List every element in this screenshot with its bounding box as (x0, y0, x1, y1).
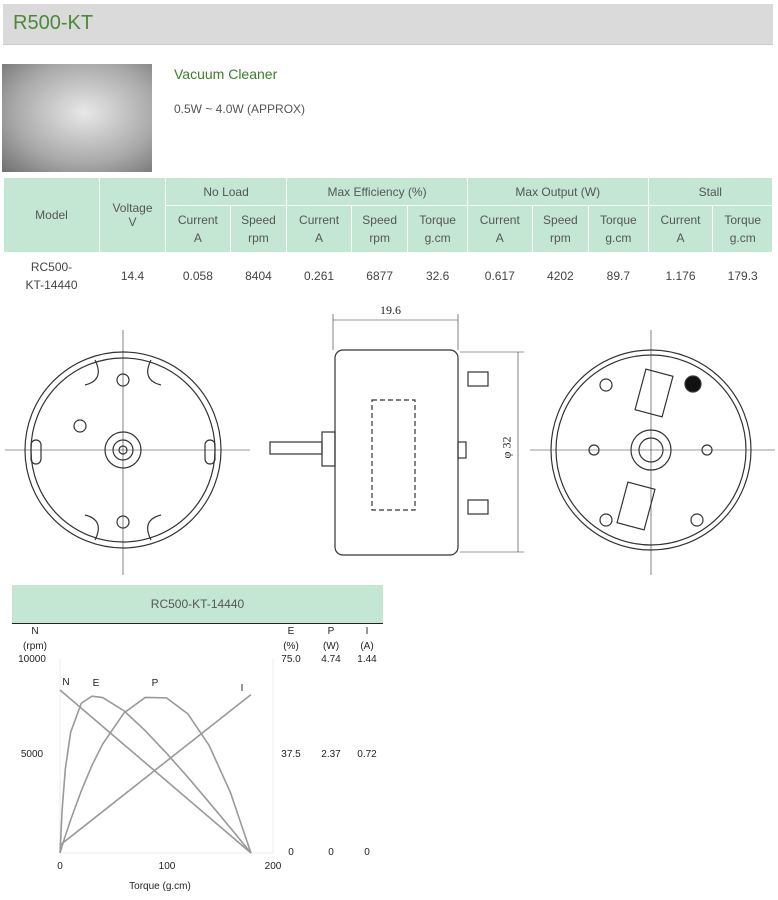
right-tick: 1.44 (357, 654, 377, 665)
header-max-output: Max Output (W) (466, 177, 649, 206)
left-axis-unit: (rpm) (23, 641, 47, 652)
right-axis-unit: (A) (360, 641, 374, 652)
cell: 8404 (245, 269, 272, 283)
header-model: Model (3, 177, 100, 253)
cell: 0.617 (484, 269, 515, 283)
cell-model: RC500-KT-14440 (25, 260, 78, 292)
right-tick: 75.0 (281, 654, 301, 665)
series-E (59, 695, 252, 854)
motor-drawing (5, 314, 775, 575)
series-label-P: P (152, 678, 159, 689)
right-tick: 0 (364, 847, 370, 858)
cell: 6877 (366, 269, 393, 283)
header-max-efficiency: Max Efficiency (%) (286, 177, 468, 206)
right-tick: 37.5 (281, 749, 301, 760)
cell: 0.261 (304, 269, 335, 283)
x-axis-label: Torque (g.cm) (129, 881, 191, 892)
page-title: R500-KT (13, 12, 94, 34)
left-axis-name: N (31, 626, 39, 637)
power-range: 0.5W ~ 4.0W (APPROX) (174, 102, 306, 116)
x-tick: 200 (264, 861, 282, 872)
application-label: Vacuum Cleaner (174, 66, 278, 82)
series-label-I: I (241, 683, 244, 694)
series-N (59, 689, 252, 854)
series-label-N: N (62, 677, 69, 688)
motor-photo (2, 64, 152, 172)
x-tick: 0 (57, 861, 63, 872)
right-tick: 0.72 (357, 749, 377, 760)
chart-title: RC500-KT-14440 (12, 585, 383, 624)
cell: 32.6 (425, 269, 450, 283)
table-row: RC500-KT-14440 14.4 0.058 8404 0.261 687… (4, 253, 773, 300)
right-axis-name: I (365, 626, 369, 637)
x-tick: 100 (158, 861, 176, 872)
header-stall: Stall (647, 177, 774, 206)
series-P (59, 696, 252, 854)
right-axis-name: P (327, 626, 335, 637)
left-tick: 5000 (20, 749, 44, 760)
series-I (59, 693, 252, 846)
series-label-E: E (93, 678, 100, 689)
cell: 4202 (547, 269, 574, 283)
title-bar: R500-KT (3, 4, 773, 45)
cell: 0.058 (182, 269, 213, 283)
front-view (5, 330, 250, 575)
cell: 89.7 (606, 269, 631, 283)
right-axis-unit: (W) (322, 641, 340, 652)
rear-view (530, 330, 775, 575)
cell: 179.3 (727, 269, 758, 283)
right-tick: 0 (288, 847, 294, 858)
cell: 14.4 (120, 269, 145, 283)
left-tick: 10000 (18, 654, 46, 665)
right-axis-unit: (%) (283, 641, 299, 652)
side-view (269, 314, 524, 556)
cell: 1.176 (665, 269, 696, 283)
right-tick: 2.37 (321, 749, 341, 760)
right-tick: 0 (328, 847, 334, 858)
length-dimension: 19.6 (380, 303, 401, 317)
right-tick: 4.74 (321, 654, 341, 665)
right-axis-name: E (287, 626, 295, 637)
